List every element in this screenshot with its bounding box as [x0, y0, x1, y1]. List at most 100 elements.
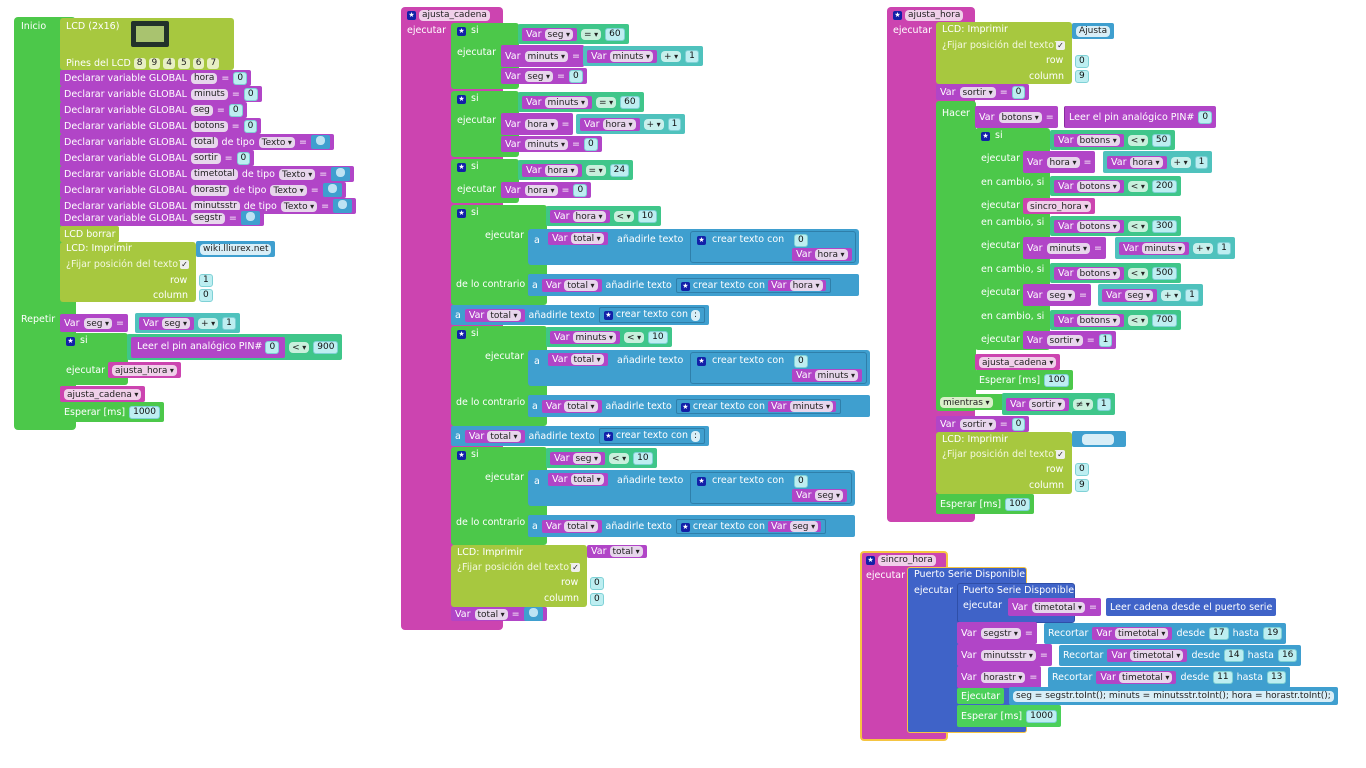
var-dropdown[interactable]: sortir: [1046, 334, 1083, 346]
var-dropdown[interactable]: hora: [789, 279, 823, 291]
empty-string-field[interactable]: [315, 136, 325, 145]
procedure-dropdown[interactable]: ajusta_cadena: [979, 356, 1057, 368]
procedure-dropdown[interactable]: ajusta_hora: [112, 364, 177, 376]
procedure-dropdown[interactable]: sincro_hora: [1027, 200, 1092, 212]
var-get-block[interactable]: Var hora: [792, 248, 852, 261]
var-dropdown[interactable]: timetotal: [1129, 650, 1184, 661]
compare-block[interactable]: Var seg < 10: [546, 448, 657, 468]
gear-star-icon[interactable]: ★: [981, 132, 990, 141]
empty-string-field[interactable]: [336, 168, 346, 177]
wait-value-field[interactable]: 1000: [129, 405, 161, 419]
var-dropdown[interactable]: total: [487, 430, 521, 442]
var-get-block[interactable]: Var botons: [1054, 219, 1124, 233]
call-ajusta-cadena[interactable]: ajusta_cadena: [975, 354, 1061, 370]
create-text-block[interactable]: ★ crear texto con Var hora: [675, 277, 831, 293]
operator-dropdown[interactable]: <: [1127, 314, 1148, 326]
var-get-block[interactable]: Var minuts: [550, 330, 620, 344]
create-text-block[interactable]: ★ crear texto con :: [598, 428, 706, 444]
code-text-field[interactable]: seg = segstr.toInt(); minuts = minutsstr…: [1013, 690, 1334, 702]
assign-block[interactable]: Var minuts =: [1023, 237, 1106, 259]
append-text-block[interactable]: a Var total añadirle texto ★ crear texto…: [528, 395, 870, 417]
var-get-block[interactable]: Var seg: [550, 451, 606, 465]
var-dropdown[interactable]: seg: [161, 317, 191, 329]
var-get-block[interactable]: Var timetotal: [1092, 627, 1173, 640]
operator-dropdown[interactable]: <: [613, 210, 634, 222]
gear-star-icon[interactable]: ★: [407, 11, 416, 20]
print-text-field[interactable]: Ajusta: [1076, 25, 1111, 37]
wait-block[interactable]: Esperar [ms] 1000: [60, 402, 165, 422]
row-field[interactable]: 0: [1075, 55, 1089, 68]
value-field[interactable]: 0: [1011, 417, 1026, 431]
var-get-block[interactable]: Var minuts: [522, 95, 592, 109]
var-dropdown[interactable]: minutsstr: [980, 649, 1036, 661]
type-dropdown[interactable]: Texto: [270, 184, 307, 196]
read-serial-block[interactable]: Leer cadena desde el puerto serie: [1106, 598, 1277, 616]
value-field[interactable]: 60: [620, 95, 640, 109]
gear-star-icon[interactable]: ★: [680, 281, 690, 291]
compare-block[interactable]: Var hora < 10: [546, 206, 662, 226]
column-field[interactable]: 0: [590, 593, 604, 606]
var-name-field[interactable]: botons: [190, 120, 228, 132]
var-get-block[interactable]: Var hora: [768, 279, 826, 291]
gear-star-icon[interactable]: ★: [457, 209, 466, 218]
var-dropdown[interactable]: botons: [1076, 180, 1120, 192]
column-field[interactable]: 0: [199, 289, 213, 302]
gear-star-icon[interactable]: ★: [457, 95, 466, 104]
var-get-block[interactable]: Var total: [541, 399, 602, 413]
declare-sortir[interactable]: Declarar variable GLOBAL sortir = 0: [60, 150, 255, 166]
from-field[interactable]: 17: [1209, 627, 1229, 640]
print-text-field[interactable]: wiki.lliurex.net: [200, 243, 272, 255]
var-name-field[interactable]: minuts: [190, 88, 228, 100]
wait-value-field[interactable]: 1000: [1026, 709, 1058, 723]
gear-star-icon[interactable]: ★: [680, 402, 690, 412]
wait-value-field[interactable]: 100: [1044, 373, 1070, 387]
to-field[interactable]: 19: [1262, 627, 1283, 640]
var-get-block[interactable]: Var minuts: [768, 400, 837, 412]
value-field[interactable]: 1: [1217, 241, 1231, 255]
var-get-block[interactable]: Var total: [464, 308, 525, 322]
value-field[interactable]: 900: [313, 340, 339, 354]
string-block[interactable]: [1072, 431, 1126, 447]
var-dropdown[interactable]: total: [564, 520, 598, 532]
var-dropdown[interactable]: seg: [83, 317, 113, 329]
to-field[interactable]: 13: [1266, 671, 1287, 684]
var-name-field[interactable]: minutsstr: [190, 200, 240, 212]
do-while-block[interactable]: [936, 101, 976, 411]
execute-code-block[interactable]: Ejecutar: [957, 688, 1005, 704]
gear-star-icon[interactable]: ★: [457, 451, 466, 460]
var-dropdown[interactable]: hora: [1046, 156, 1080, 168]
declare-minuts[interactable]: Declarar variable GLOBAL minuts = 0: [60, 86, 262, 102]
read-analog-block[interactable]: Leer el pin analógico PIN# 0: [131, 336, 286, 358]
var-get-block[interactable]: Var minuts: [1119, 241, 1189, 255]
pin-field[interactable]: 0: [1198, 110, 1213, 124]
var-name-field[interactable]: horastr: [190, 184, 230, 196]
compare-block[interactable]: Var botons < 700: [1050, 310, 1182, 330]
assign-block[interactable]: Var minutsstr =: [957, 644, 1052, 666]
operator-dropdown[interactable]: <: [1127, 180, 1148, 192]
empty-string-field[interactable]: [338, 200, 348, 209]
gear-star-icon[interactable]: ★: [697, 357, 706, 366]
value-field[interactable]: 60: [605, 27, 625, 41]
var-dropdown[interactable]: segstr: [980, 627, 1021, 639]
assign-block[interactable]: Var minuts =: [501, 45, 584, 67]
string-block[interactable]: wiki.lliurex.net: [196, 241, 276, 257]
lcd-pin[interactable]: 7: [207, 57, 220, 69]
lcd-print-block[interactable]: [936, 432, 1072, 494]
var-get-block[interactable]: Var hora: [522, 163, 582, 177]
value-field[interactable]: 0: [233, 71, 248, 85]
var-get-block[interactable]: Var total: [541, 519, 602, 533]
loop-mode-dropdown[interactable]: mientras: [940, 396, 993, 408]
compare-block[interactable]: Var seg = 60: [518, 24, 629, 44]
var-dropdown[interactable]: hora: [524, 118, 558, 130]
operator-dropdown[interactable]: <: [289, 341, 310, 353]
var-dropdown[interactable]: seg: [1124, 289, 1154, 301]
empty-string-field[interactable]: [327, 184, 337, 193]
var-get-block[interactable]: Var minuts: [587, 49, 657, 63]
gear-star-icon[interactable]: ★: [457, 163, 466, 172]
gear-star-icon[interactable]: ★: [697, 477, 706, 486]
assign-block[interactable]: Var hora =: [1023, 151, 1096, 173]
value-field[interactable]: 0: [243, 119, 258, 133]
operator-dropdown[interactable]: <: [1127, 267, 1148, 279]
operator-dropdown[interactable]: +: [1193, 242, 1214, 254]
text-field[interactable]: :: [691, 310, 701, 321]
